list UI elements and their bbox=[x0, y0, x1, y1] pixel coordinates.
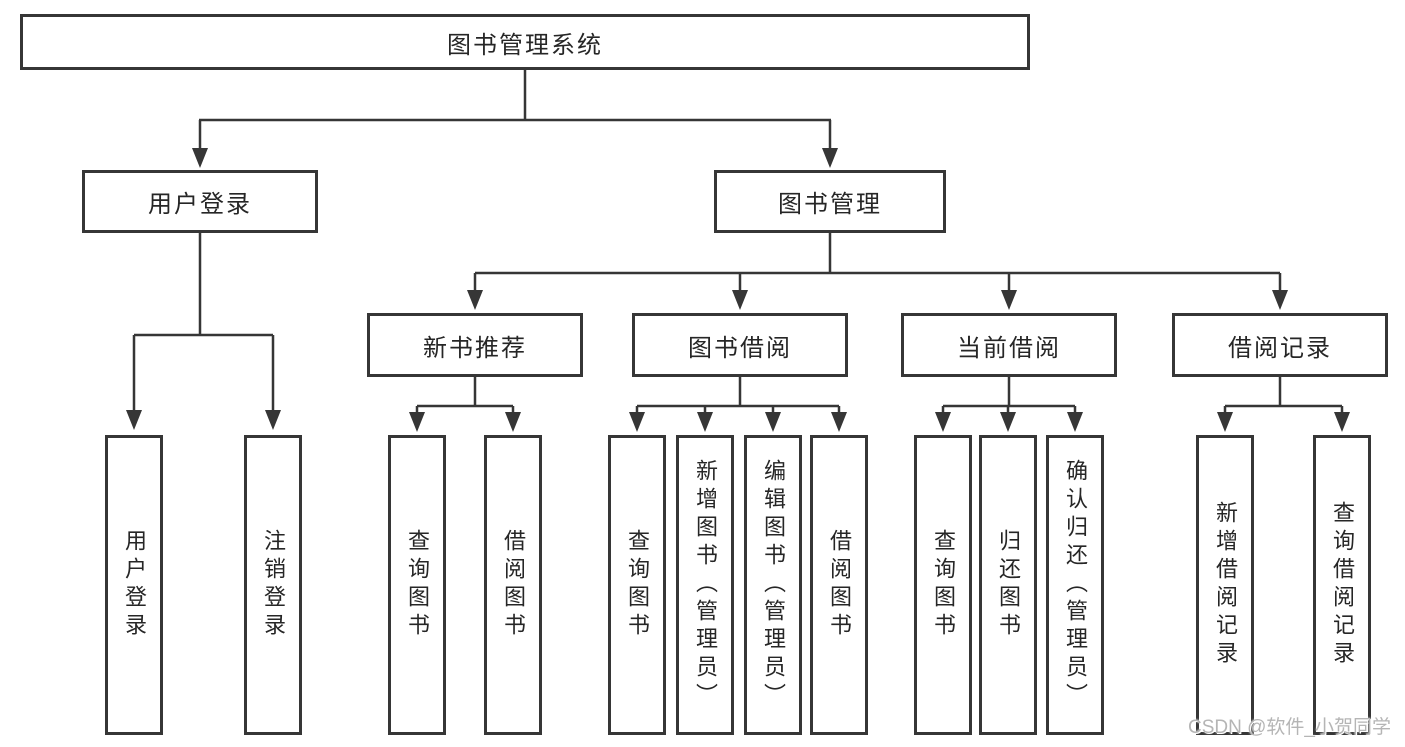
leaf-borrow-books-recommend-label: 借阅图书 bbox=[501, 529, 526, 641]
node-book-borrowing: 图书借阅 bbox=[632, 313, 848, 377]
leaf-add-borrow-record-label: 新增借阅记录 bbox=[1213, 501, 1238, 669]
trunk-book-borrowing bbox=[637, 377, 839, 408]
node-new-book-recommendation: 新书推荐 bbox=[367, 313, 583, 377]
csdn-watermark: CSDN @软件_小贺同学 bbox=[1188, 717, 1391, 738]
leaf-confirm-return-admin: 确认归还（管理员） bbox=[1046, 435, 1104, 735]
leaf-borrow-books: 借阅图书 bbox=[810, 435, 868, 735]
leaf-user-login: 用户登录 bbox=[105, 435, 163, 735]
leaf-confirm-return-admin-label: 确认归还（管理员） bbox=[1063, 459, 1088, 711]
leaf-query-borrow-record-label: 查询借阅记录 bbox=[1330, 501, 1355, 669]
leaf-logout: 注销登录 bbox=[244, 435, 302, 735]
leaf-query-books-current: 查询图书 bbox=[914, 435, 972, 735]
leaf-borrow-books-recommend: 借阅图书 bbox=[484, 435, 542, 735]
node-book-management: 图书管理 bbox=[714, 170, 946, 233]
node-library-management-system: 图书管理系统 bbox=[20, 14, 1030, 70]
leaf-edit-books-admin-label: 编辑图书（管理员） bbox=[761, 459, 786, 711]
leaf-query-books-recommend-label: 查询图书 bbox=[405, 529, 430, 641]
trunk-user-login bbox=[134, 233, 273, 337]
leaf-edit-books-admin: 编辑图书（管理员） bbox=[744, 435, 802, 735]
leaf-logout-label: 注销登录 bbox=[261, 529, 286, 641]
leaf-query-borrow-record: 查询借阅记录 bbox=[1313, 435, 1371, 735]
trunk-book-management bbox=[475, 233, 1280, 275]
trunk-root bbox=[199, 70, 831, 122]
leaf-add-books-admin: 新增图书（管理员） bbox=[676, 435, 734, 735]
leaf-user-login-label: 用户登录 bbox=[122, 529, 147, 641]
trunk-new-book-recommendation bbox=[417, 377, 513, 408]
leaf-add-books-admin-label: 新增图书（管理员） bbox=[693, 459, 718, 711]
leaf-query-books-borrowing: 查询图书 bbox=[608, 435, 666, 735]
leaf-query-books-recommend: 查询图书 bbox=[388, 435, 446, 735]
leaf-return-books-label: 归还图书 bbox=[996, 529, 1021, 641]
node-current-borrowing: 当前借阅 bbox=[901, 313, 1117, 377]
node-user-login: 用户登录 bbox=[82, 170, 318, 233]
trunk-borrowing-records bbox=[1225, 377, 1342, 408]
leaf-borrow-books-label: 借阅图书 bbox=[827, 529, 852, 641]
leaf-add-borrow-record: 新增借阅记录 bbox=[1196, 435, 1254, 735]
leaf-return-books: 归还图书 bbox=[979, 435, 1037, 735]
node-borrowing-records: 借阅记录 bbox=[1172, 313, 1388, 377]
leaf-query-books-borrowing-label: 查询图书 bbox=[625, 529, 650, 641]
trunk-current-borrowing bbox=[943, 377, 1075, 408]
leaf-query-books-current-label: 查询图书 bbox=[931, 529, 956, 641]
